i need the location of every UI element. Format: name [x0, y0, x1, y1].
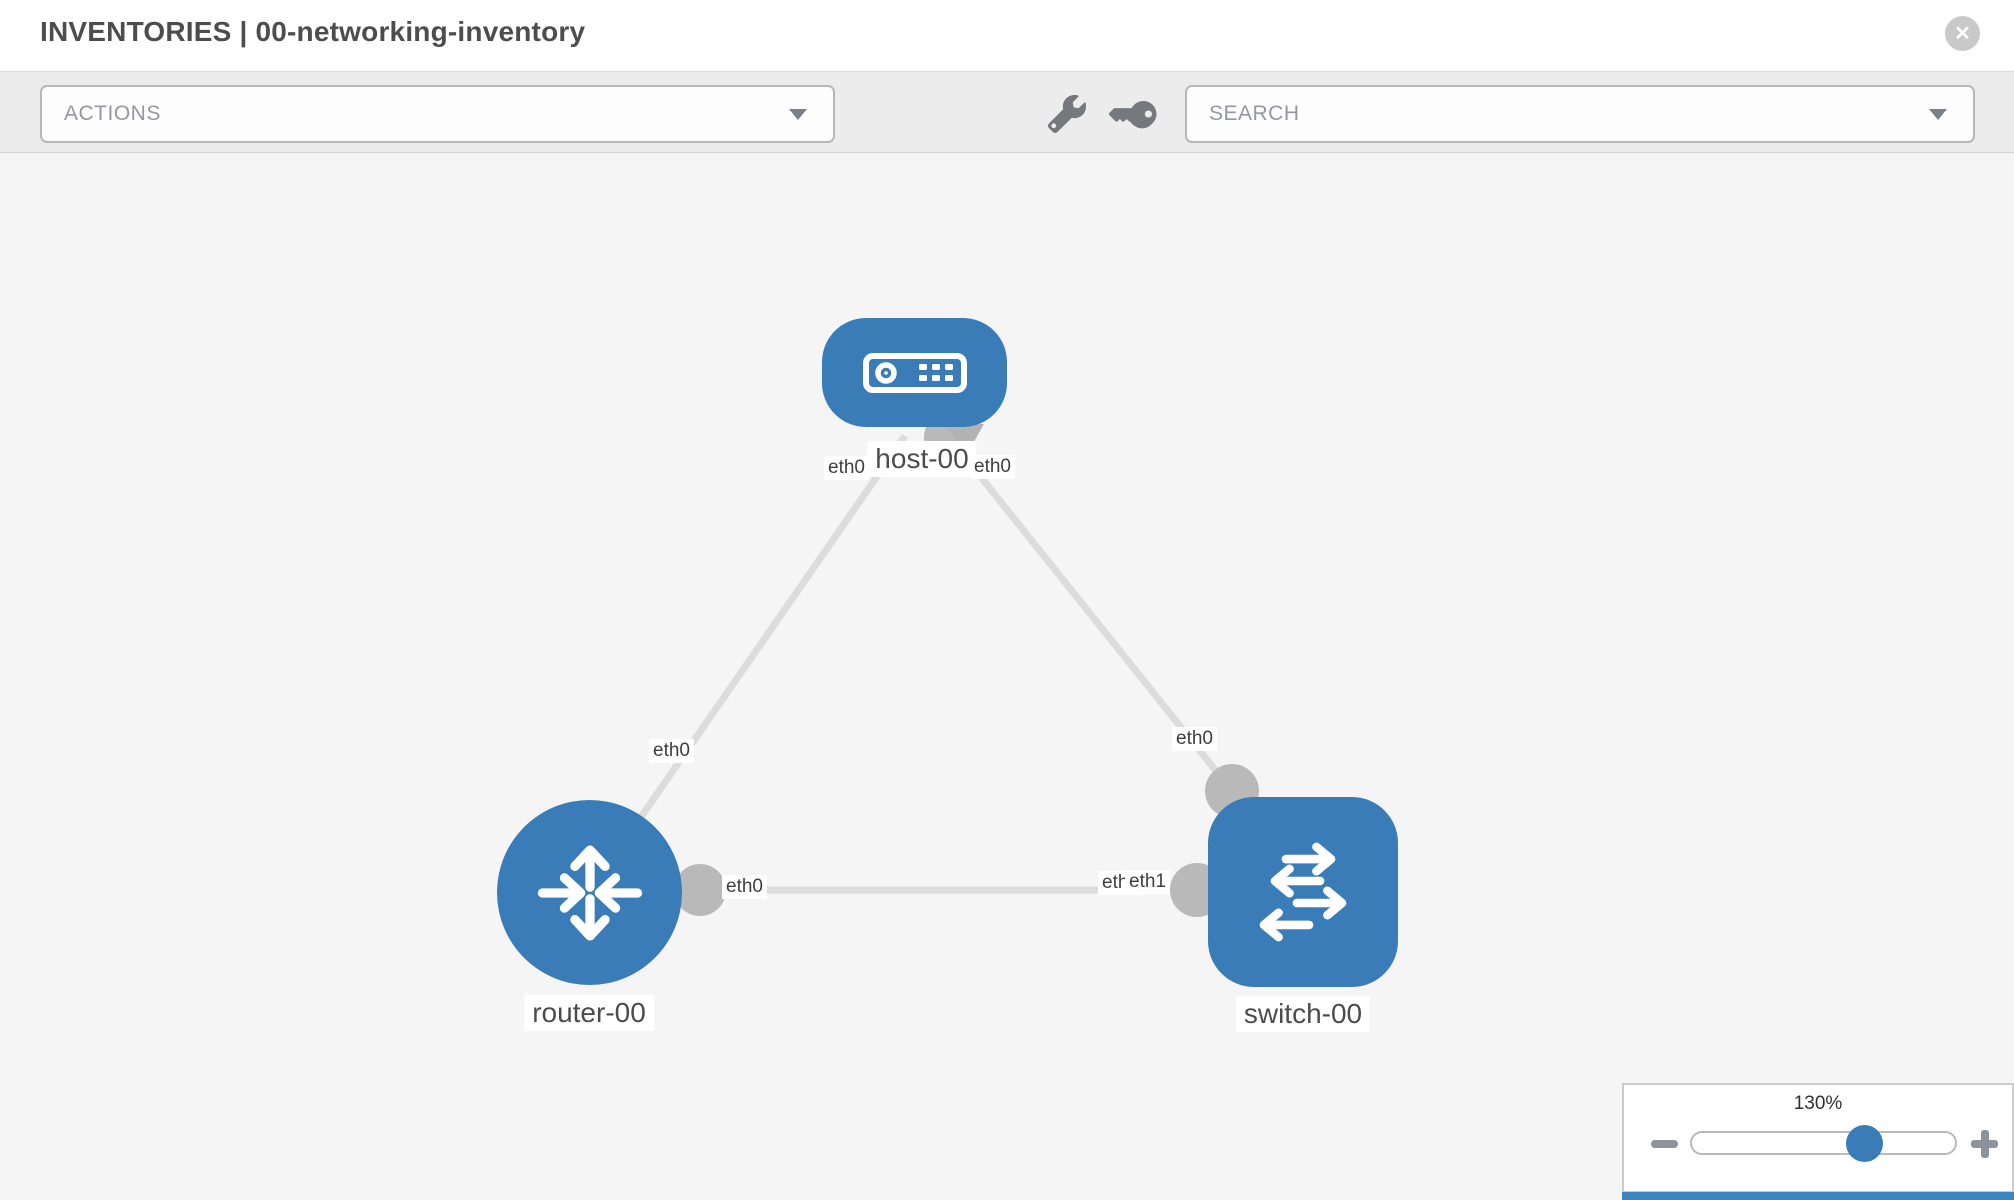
zoom-in-icon[interactable]: [1971, 1130, 1999, 1158]
router-arrows-icon: [537, 844, 642, 941]
key-icon: [1108, 100, 1157, 129]
node-host-00[interactable]: [822, 318, 1007, 427]
switch-arrows-icon: [1259, 842, 1347, 942]
close-icon: ✕: [1954, 22, 1971, 45]
node-router-00[interactable]: [497, 800, 682, 985]
interface-dot-router-eth0: [674, 864, 726, 916]
search-dropdown-label: SEARCH: [1209, 102, 1300, 125]
server-icon: [862, 352, 967, 393]
chevron-down-icon: [789, 109, 807, 120]
interface-label-switch-eth0-top: eth0: [1172, 727, 1217, 751]
plus-bar-v: [1981, 1130, 1989, 1158]
search-dropdown[interactable]: SEARCH: [1185, 85, 1975, 143]
close-button[interactable]: ✕: [1945, 16, 1980, 51]
header: INVENTORIES | 00-networking-inventory ✕: [0, 0, 2014, 71]
interface-label-switch-eth1: eth1: [1125, 870, 1170, 894]
zoom-slider-track[interactable]: [1690, 1131, 1957, 1155]
credentials-key-button[interactable]: [1108, 95, 1157, 133]
chevron-down-icon: [1929, 109, 1947, 120]
link-arrowhead: [944, 424, 984, 452]
page-title: INVENTORIES | 00-networking-inventory: [40, 16, 586, 47]
node-label-switch: switch-00: [1235, 996, 1371, 1032]
actions-dropdown[interactable]: ACTIONS: [40, 85, 835, 143]
interface-label-router-eth0-right: eth0: [722, 875, 767, 899]
toolbar: ACTIONS SEARCH: [0, 71, 2014, 153]
panel-footer-bar: [1622, 1192, 2014, 1200]
node-switch-00[interactable]: [1208, 797, 1398, 987]
zoom-control-panel: 130%: [1622, 1083, 2014, 1193]
zoom-level-label: 130%: [1793, 1093, 1843, 1114]
zoom-slider-handle[interactable]: [1846, 1125, 1883, 1162]
interface-label-host-eth0-left: eth0: [824, 456, 869, 480]
actions-dropdown-label: ACTIONS: [64, 102, 161, 125]
topology-links-layer: [586, 413, 1259, 917]
interface-label-host-eth0-right: eth0: [970, 455, 1015, 479]
topology-canvas[interactable]: host-00 router-00 switch-00 eth0 eth0 et…: [0, 153, 2014, 1200]
node-label-host: host-00: [867, 441, 977, 477]
node-label-router: router-00: [524, 995, 654, 1031]
tools-wrench-button[interactable]: [1048, 95, 1086, 133]
wrench-icon: [1048, 95, 1086, 133]
zoom-out-icon[interactable]: [1651, 1140, 1678, 1148]
interface-label-router-eth0-top: eth0: [649, 739, 694, 763]
